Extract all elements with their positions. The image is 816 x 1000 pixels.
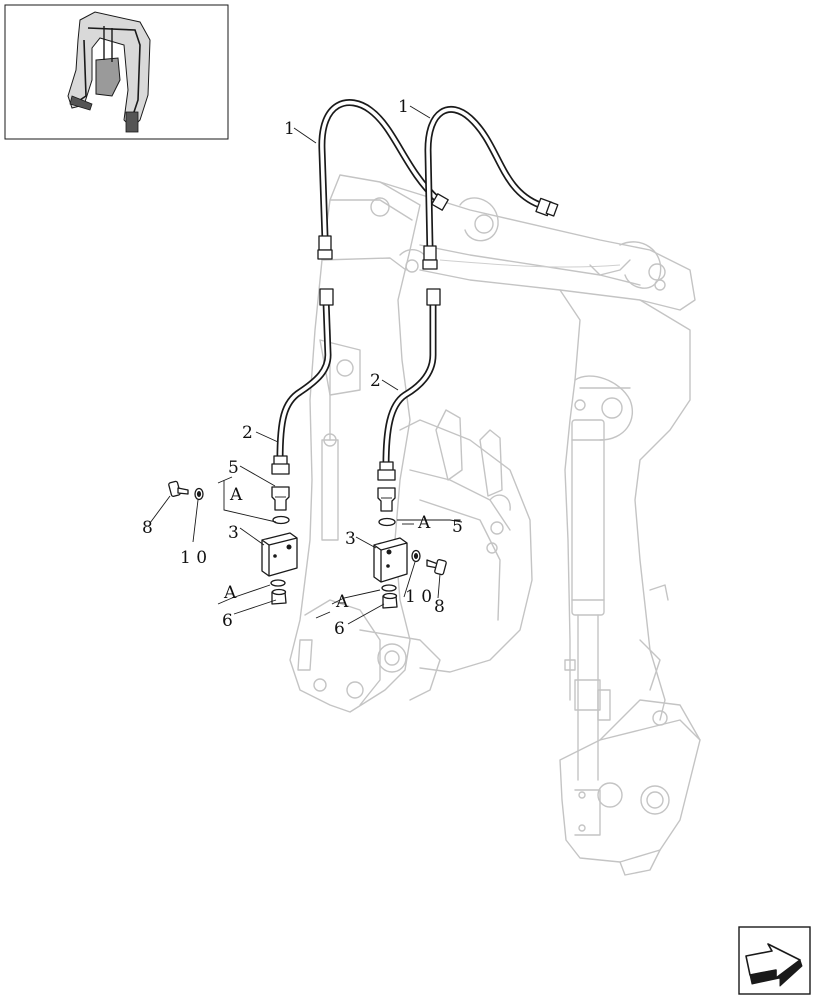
hose-fitting xyxy=(423,245,437,261)
bolt-8-right[interactable] xyxy=(426,559,447,576)
oring-a-left-bottom[interactable] xyxy=(270,579,286,587)
callout-1-left: 1 xyxy=(284,119,295,139)
plug-6-right[interactable] xyxy=(382,592,398,609)
callout-a-right-bottom: A xyxy=(335,592,349,612)
thumbnail-inset[interactable] xyxy=(4,4,229,140)
washer-10-right[interactable] xyxy=(411,549,421,563)
hose-2-right[interactable] xyxy=(377,288,441,481)
callout-2-left: 2 xyxy=(242,423,253,443)
hose-nut xyxy=(422,259,438,270)
excavator-arm-thumbnail-icon xyxy=(67,11,151,133)
callout-8-right: 8 xyxy=(434,597,445,617)
leader-lines xyxy=(149,105,463,625)
callout-6-right: 6 xyxy=(334,619,345,639)
callout-labels: 1 1 2 2 5 5 3 3 6 6 8 8 1 0 1 0 A A A A xyxy=(142,97,463,639)
callout-5-left: 5 xyxy=(228,458,239,478)
hose-fitting xyxy=(319,288,334,306)
callout-10-right: 1 0 xyxy=(405,587,432,607)
callout-a-left-bottom: A xyxy=(223,583,237,603)
bolt-8-left[interactable] xyxy=(168,480,189,497)
excavator-boom-outline xyxy=(289,174,701,876)
valve-block-3-left[interactable] xyxy=(261,532,298,577)
hose-fitting xyxy=(318,235,332,251)
callout-a-left-top: A xyxy=(229,485,243,505)
next-page-arrow-icon xyxy=(745,943,803,987)
callout-8-left: 8 xyxy=(142,518,153,538)
callout-3-right: 3 xyxy=(345,529,356,549)
plug-6-left[interactable] xyxy=(271,588,287,605)
oring-a-right-bottom[interactable] xyxy=(381,584,397,592)
valve-block-3-right[interactable] xyxy=(373,537,408,583)
adapter-5-right[interactable] xyxy=(377,487,396,512)
callout-10-left: 1 0 xyxy=(180,548,207,568)
next-page-button[interactable] xyxy=(738,926,811,995)
oring-a-right-top[interactable] xyxy=(378,517,396,527)
callout-1-right: 1 xyxy=(398,97,409,117)
adapter-5-left[interactable] xyxy=(271,486,290,511)
callout-5-right: 5 xyxy=(452,517,463,537)
callout-2-right: 2 xyxy=(370,371,381,391)
hose-1-right[interactable] xyxy=(422,105,559,270)
washer-10-left[interactable] xyxy=(194,487,204,501)
hose-1-left[interactable] xyxy=(317,99,449,260)
callout-a-right-top: A xyxy=(417,513,431,533)
hose-nut xyxy=(317,249,333,260)
callout-6-left: 6 xyxy=(222,611,233,631)
callout-3-left: 3 xyxy=(228,523,239,543)
hose-fitting xyxy=(426,288,441,306)
hose-2-left[interactable] xyxy=(271,288,334,475)
oring-a-left-top[interactable] xyxy=(272,515,290,525)
